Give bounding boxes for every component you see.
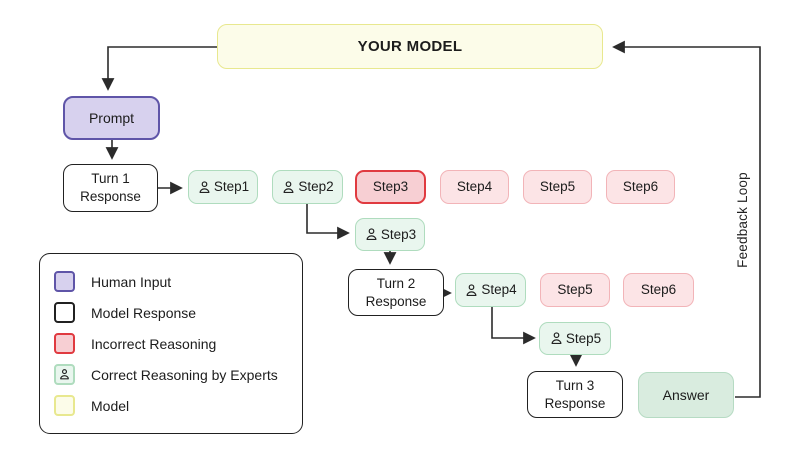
turn2-label-line1: Turn 2	[376, 275, 416, 291]
person-icon	[60, 369, 69, 380]
person-icon	[283, 180, 294, 193]
prompt-node: Prompt	[63, 96, 160, 140]
row1-step3-incorrect-node: Step3	[355, 170, 426, 204]
row1-step1-expert-node: Step1	[188, 170, 258, 204]
row1-step5-node: Step5	[523, 170, 592, 204]
your-model-node: YOUR MODEL	[217, 24, 603, 69]
expert-step3-node: Step3	[355, 218, 425, 251]
step-label: Step6	[640, 282, 677, 298]
expert-step5-node: Step5	[539, 322, 611, 355]
step-label: Step1	[213, 179, 250, 195]
step-label: Step5	[557, 282, 593, 298]
turn2-label-line2: Response	[365, 293, 427, 309]
row2-step6-node: Step6	[623, 273, 694, 307]
legend-label: Correct Reasoning by Experts	[91, 366, 278, 383]
turn3-response-node: Turn 3 Response	[527, 371, 623, 418]
legend-item-incorrect-reasoning: Incorrect Reasoning	[54, 333, 290, 355]
legend-label: Human Input	[91, 273, 172, 290]
model-response-swatch	[54, 302, 75, 323]
turn1-label-line2: Response	[80, 189, 141, 204]
person-icon	[366, 228, 377, 241]
feedback-loop-label: Feedback Loop	[735, 172, 750, 268]
row1-step6-node: Step6	[606, 170, 675, 204]
turn3-label-line1: Turn 3	[555, 377, 595, 393]
person-icon	[466, 283, 477, 296]
answer-label: Answer	[662, 386, 710, 403]
step-label: Step4	[481, 282, 517, 298]
row1-step2-expert-node: Step2	[272, 170, 343, 204]
legend-label: Model Response	[91, 304, 197, 321]
answer-node: Answer	[638, 372, 734, 418]
turn1-response-node: Turn 1 Response	[63, 164, 158, 212]
person-icon	[551, 332, 562, 345]
legend-box: Human Input Model Response Incorrect Rea…	[39, 253, 303, 434]
connector-step2-to-expert-step3	[306, 204, 350, 240]
step-label: Step6	[622, 179, 659, 195]
correct-reasoning-swatch	[54, 364, 75, 385]
step-label: Step5	[565, 330, 602, 346]
turn3-label-line2: Response	[544, 395, 606, 411]
connector-model-to-prompt	[101, 46, 217, 91]
legend-item-correct-reasoning: Correct Reasoning by Experts	[54, 364, 290, 386]
legend-item-model: Model	[54, 395, 290, 417]
person-icon	[199, 180, 210, 193]
legend-item-model-response: Model Response	[54, 302, 290, 324]
human-input-swatch	[54, 271, 75, 292]
step-label: Step3	[372, 179, 409, 195]
prompt-label: Prompt	[88, 109, 135, 126]
legend-item-human-input: Human Input	[54, 271, 290, 293]
incorrect-reasoning-swatch	[54, 333, 75, 354]
row2-step5-node: Step5	[540, 273, 610, 307]
step-label: Step5	[539, 179, 576, 195]
legend-label: Model	[91, 397, 130, 414]
model-swatch	[54, 395, 75, 416]
step-label: Step3	[380, 226, 417, 242]
your-model-label: YOUR MODEL	[357, 37, 463, 55]
row1-step4-node: Step4	[440, 170, 509, 204]
row2-step4-expert-node: Step4	[455, 273, 526, 307]
turn2-response-node: Turn 2 Response	[348, 269, 444, 316]
legend-label: Incorrect Reasoning	[91, 335, 217, 352]
step-label: Step2	[298, 179, 334, 195]
connector-expert-step4-to-expert-step5	[491, 307, 536, 345]
turn1-label-line1: Turn 1	[91, 171, 130, 187]
step-label: Step4	[456, 179, 493, 195]
